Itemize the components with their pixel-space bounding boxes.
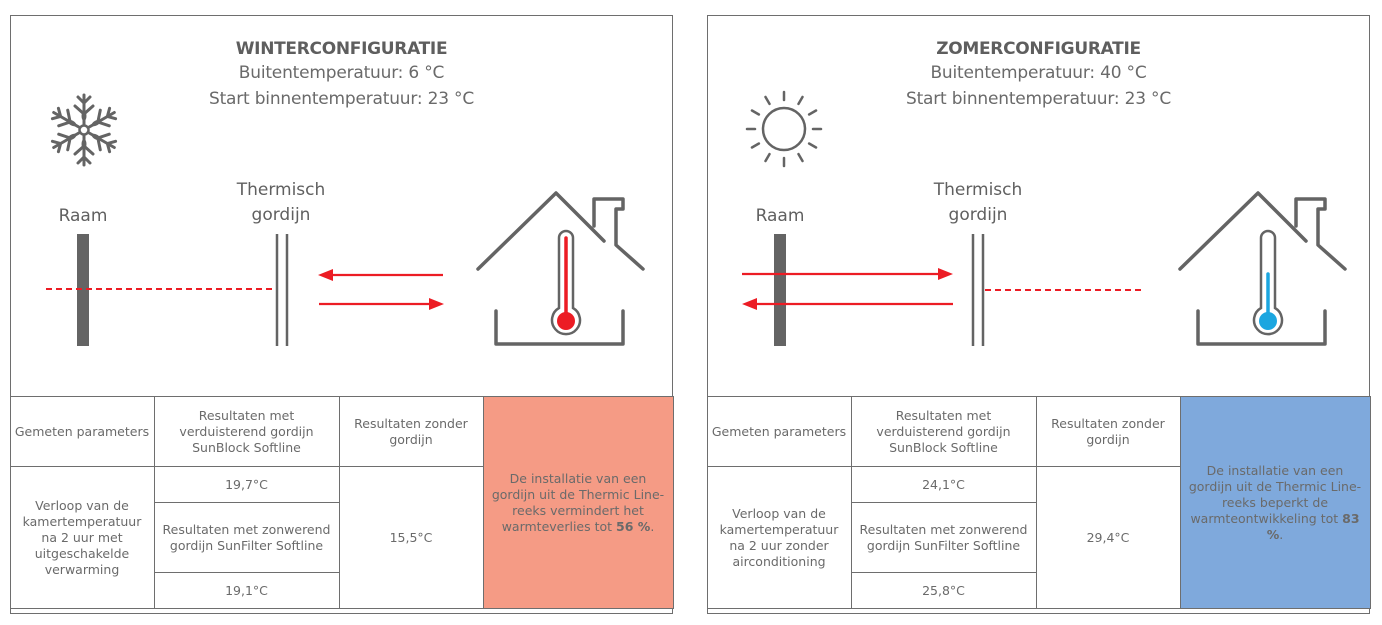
header-with-curtain: Resultaten met verduisterend gordijn Sun… [153,396,340,467]
note-suffix: . [650,518,655,534]
header-with-curtain: Resultaten met verduisterend gordijn Sun… [850,396,1037,467]
arrow-right-icon [742,268,953,280]
curtain-label-line1: Thermisch [933,180,1023,200]
summer-start-inside-temp: Start binnentemperatuur: 23 °C [905,89,1171,109]
sunblock-value: 19,7°C [153,466,340,503]
row-label: Verloop van de kamertemperatuur na 2 uur… [9,466,155,609]
table-row: Verloop van de kamertemperatuur na 2 uur… [9,466,673,609]
curtain-label-line2: gordijn [948,205,1008,225]
curtain-label-line1: Thermisch [236,180,326,200]
sunblock-value: 24,1°C [850,466,1037,503]
winter-title: WINTERCONFIGURATIE [235,39,448,59]
summer-outside-temp: Buitentemperatuur: 40 °C [930,63,1147,83]
note-suffix: . [1279,526,1284,542]
thermometer-icon [1252,229,1284,336]
table-row: Gemeten parameters Resultaten met verdui… [706,396,1371,609]
sun-icon [745,90,823,168]
table-row: Resultaten met zonwerend gordijn SunFilt… [10,502,673,573]
winter-result-note: De installatie van een gordijn uit de Th… [482,396,674,609]
snowflake-icon [47,93,121,167]
note-text: De installatie van een gordijn uit de Th… [1188,462,1362,526]
window-label: Raam [58,206,108,226]
arrow-right-icon [319,298,444,310]
arrow-left-icon [318,269,443,281]
summer-configuration-panel: ZOMERCONFIGURATIE Buitentemperatuur: 40 … [706,15,1371,614]
header-without-curtain: Resultaten zonder gordijn [338,396,484,467]
summer-title: ZOMERCONFIGURATIE [936,39,1141,59]
row-label: Verloop van de kamertemperatuur na 2 uur… [706,466,852,609]
sunfilter-value: 25,8°C [850,572,1037,609]
window-bar [774,234,786,346]
winter-header: WINTERCONFIGURATIE Buitentemperatuur: 6 … [11,38,672,112]
curtain-label-line2: gordijn [251,205,311,225]
table-row: 25,8°C [707,572,1370,609]
table-row: 19,1°C [10,572,673,609]
sunfilter-label: Resultaten met zonwerend gordijn SunFilt… [153,502,340,573]
house-icon [476,191,645,346]
winter-start-inside-temp: Start binnentemperatuur: 23 °C [208,89,474,109]
arrow-left-icon [742,298,953,310]
house-icon [1178,191,1347,346]
summer-diagram [742,90,1347,346]
sunfilter-label: Resultaten met zonwerend gordijn SunFilt… [850,502,1037,573]
winter-configuration-panel: WINTERCONFIGURATIE Buitentemperatuur: 6 … [9,15,674,614]
note-text: De installatie van een gordijn uit de Th… [491,470,665,534]
without-curtain-value: 15,5°C [338,466,484,609]
note-percentage: 56 % [616,518,651,534]
without-curtain-value: 29,4°C [1035,466,1181,609]
winter-results-table: Gemeten parameters Resultaten met verdui… [9,396,674,609]
window-label: Raam [755,206,805,226]
summer-header: ZOMERCONFIGURATIE Buitentemperatuur: 40 … [708,38,1369,112]
winter-outside-temp: Buitentemperatuur: 6 °C [238,63,445,83]
thermometer-icon [550,229,582,336]
sunfilter-value: 19,1°C [153,572,340,609]
winter-diagram [46,93,645,346]
table-row: Verloop van de kamertemperatuur na 2 uur… [706,466,1370,609]
window-bar [77,234,89,346]
header-without-curtain: Resultaten zonder gordijn [1035,396,1181,467]
table-row: Gemeten parameters Resultaten met verdui… [9,396,674,609]
table-row: Resultaten met zonwerend gordijn SunFilt… [707,502,1370,573]
summer-result-note: De installatie van een gordijn uit de Th… [1179,396,1371,609]
summer-results-table: Gemeten parameters Resultaten met verdui… [706,396,1371,609]
note-percentage: 83 % [1266,510,1360,542]
curtain-label: Thermisch gordijn [908,178,1048,228]
header-parameters: Gemeten parameters [706,396,852,467]
header-parameters: Gemeten parameters [9,396,155,467]
curtain-label: Thermisch gordijn [211,178,351,228]
